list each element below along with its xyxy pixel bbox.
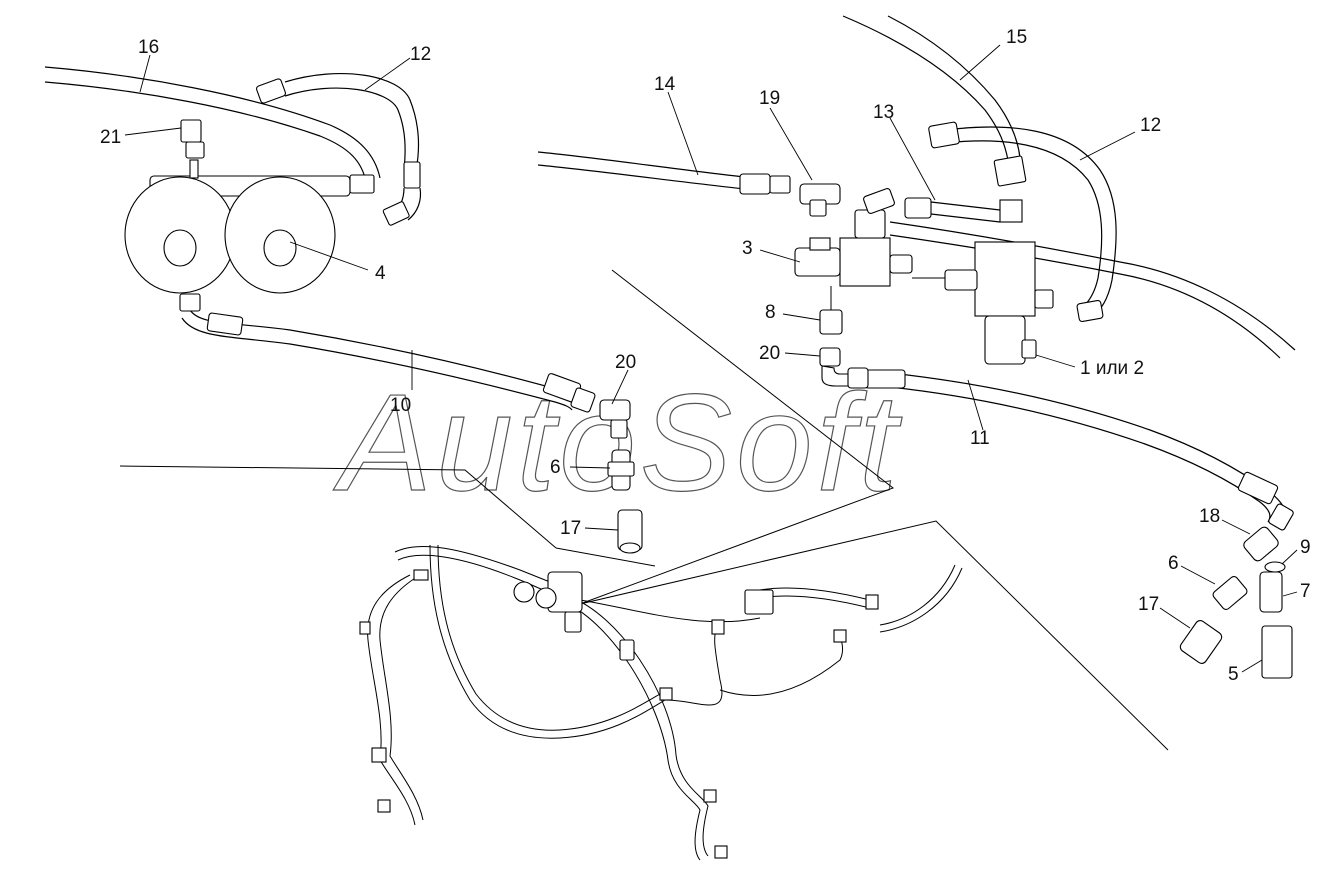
callout-1-or-2: 1 или 2 [1080,358,1144,379]
fitting-20-top [819,347,869,389]
hose-14 [537,151,791,195]
callout-17-left: 17 [560,518,581,539]
fitting-7 [1259,571,1283,613]
fitting-17-left [617,509,643,554]
callout-3: 3 [742,238,753,259]
callout-6-right: 6 [1168,553,1179,574]
callout-9: 9 [1300,537,1311,558]
fitting-17-right [1179,620,1223,664]
fitting-6-left [607,449,635,491]
hose-long-right [889,221,1296,359]
callout-18: 18 [1199,506,1220,527]
callout-19: 19 [759,88,780,109]
hose-12-right [928,121,1117,323]
callout-13: 13 [873,102,894,123]
callout-20-top: 20 [759,343,780,364]
callout-12-right: 12 [1140,115,1161,136]
hose-15 [842,15,1027,223]
callout-5: 5 [1228,664,1239,685]
leader-lines [124,44,1298,673]
hose-13 [904,197,1001,223]
callout-labels: 16 12 21 4 14 19 13 15 12 3 8 20 1 или 2… [100,27,1311,685]
callout-14: 14 [654,74,676,95]
hose-12-left [256,73,422,226]
hose-11 [859,369,1294,531]
overview-hose-layout [359,544,963,861]
callout-17-right: 17 [1138,594,1159,615]
callout-16: 16 [138,37,159,58]
reference-lines [119,269,1169,751]
callout-11: 11 [970,428,990,449]
valve-block-3 [794,183,913,287]
fitting-20-bottom [599,399,631,439]
callout-15: 15 [1006,27,1027,48]
callout-10: 10 [390,395,411,416]
fitting-5 [1261,625,1293,679]
callout-7: 7 [1300,581,1311,602]
hose-16 [44,66,381,183]
fitting-18 [1243,526,1279,562]
callout-8: 8 [765,302,776,323]
callout-4: 4 [375,263,386,284]
watermark: AutoSoft [333,366,903,520]
filter-assembly-4 [124,119,375,294]
callout-6-left: 6 [550,457,561,478]
hose-10 [179,293,596,413]
fitting-6-right [1212,576,1248,610]
fitting-8 [819,286,843,335]
callout-12-left: 12 [410,44,431,65]
callout-21: 21 [100,127,121,148]
callout-20-bottom: 20 [615,352,636,373]
valve-block-1-or-2 [912,241,1054,365]
